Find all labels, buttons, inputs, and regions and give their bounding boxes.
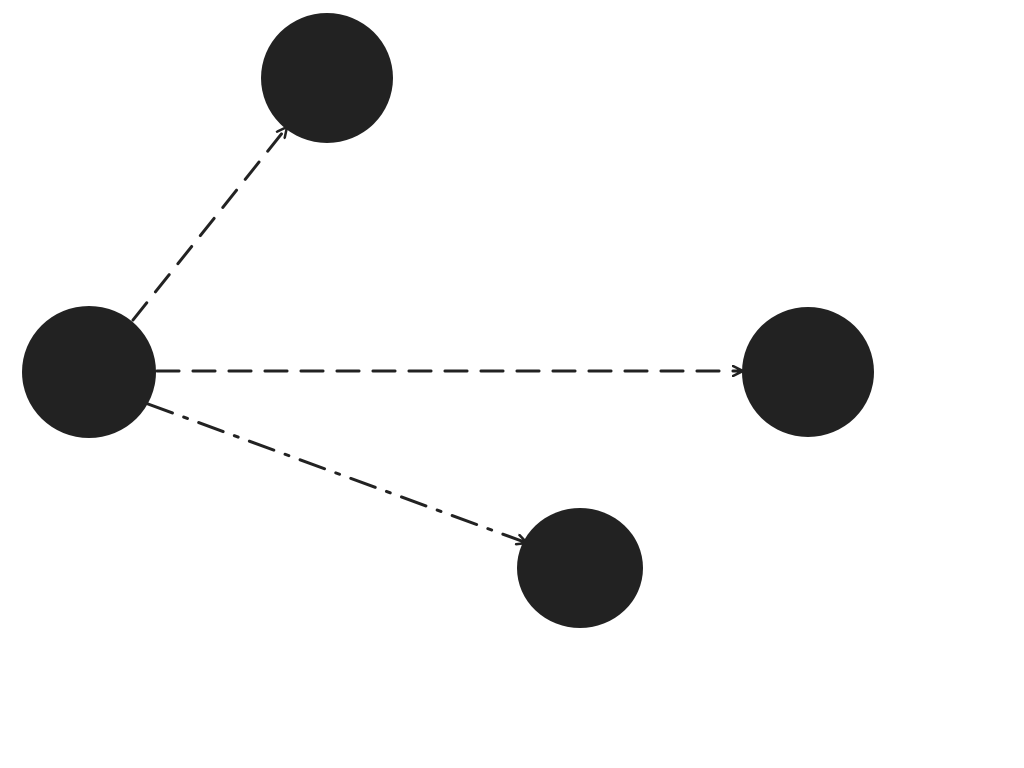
- diagram-arrow: [146, 402, 529, 543]
- diagram-node: [742, 307, 874, 437]
- diagram-node: [517, 508, 643, 628]
- diagram-node: [22, 306, 156, 438]
- diagram-node: [261, 13, 393, 143]
- diagram-arrow: [131, 125, 289, 322]
